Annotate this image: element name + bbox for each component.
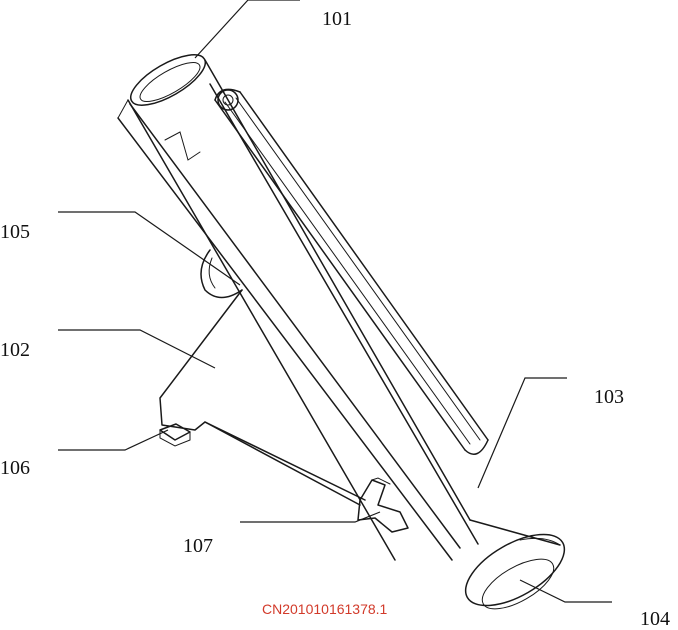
leader-105: [58, 211, 241, 286]
leader-101: [194, 0, 300, 59]
label-106: 106: [0, 457, 30, 479]
label-101: 101: [322, 8, 352, 30]
patent-number-caption: CN201010161378.1: [262, 601, 388, 617]
leader-102: [58, 329, 216, 369]
leader-lines: [58, 0, 612, 603]
tube-slot: [214, 88, 489, 455]
leader-106: [58, 429, 169, 451]
leader-103: [477, 377, 567, 489]
label-103: 103: [594, 386, 624, 408]
label-102: 102: [0, 339, 30, 361]
tube-body: [127, 54, 566, 610]
label-105: 105: [0, 221, 30, 243]
bracket-plate: [159, 249, 409, 533]
leader-104: [519, 579, 612, 603]
label-107: 107: [183, 535, 213, 557]
side-rail: [117, 99, 461, 561]
label-104: 104: [640, 608, 670, 630]
leader-107: [240, 511, 381, 523]
